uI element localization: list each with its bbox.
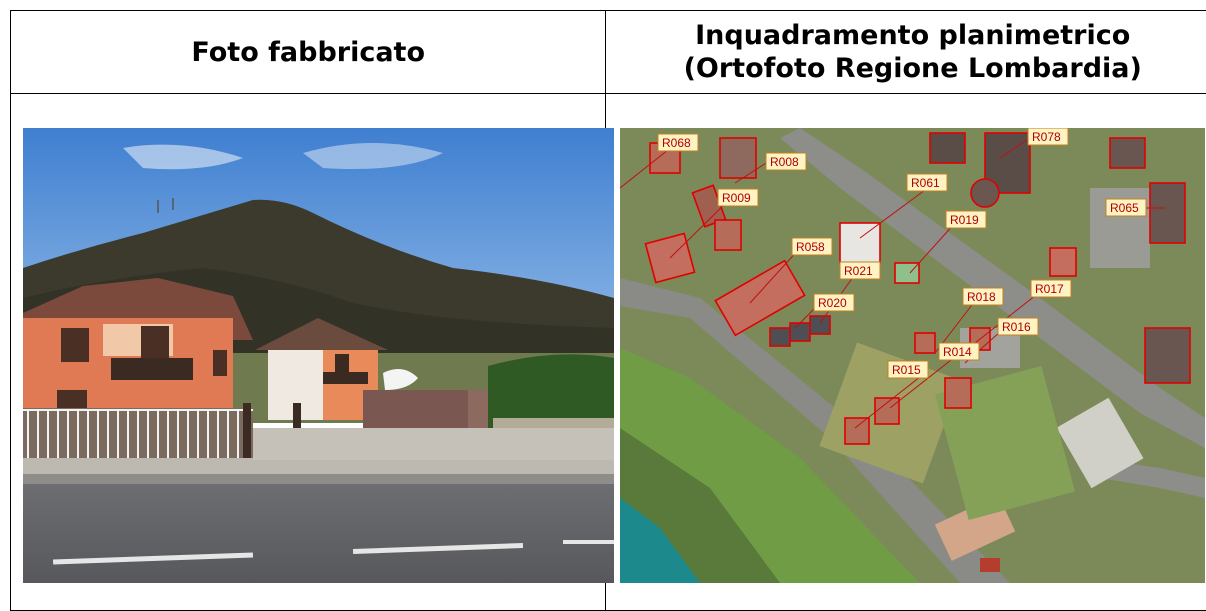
hedge [488,354,614,428]
map-label-R020: R020 [813,293,855,312]
map-label-R017: R017 [1030,279,1072,298]
map-label-R065: R065 [1105,198,1147,217]
map-label-R018-text: R018 [967,290,996,304]
map-label-R016: R016 [997,317,1039,336]
map-label-R014-text: R014 [943,345,972,359]
header-photo-text: Foto fabbricato [191,36,426,68]
map-label-R008: R008 [765,152,807,171]
building-photo-svg [23,128,614,583]
map-label-R015: R015 [887,360,929,379]
map-label-R021: R021 [839,261,881,280]
photo-cell [9,93,614,611]
map-label-R068: R068 [657,133,699,152]
map-label-R009: R009 [717,188,759,207]
lake [620,498,701,583]
map-label-R009-text: R009 [722,191,751,205]
map-label-R061-text: R061 [911,176,940,190]
map-label-R008-text: R008 [770,155,799,169]
map-label-R078: R078 [1027,128,1069,146]
header-map-line1: Inquadramento planimetrico [695,20,1131,51]
header-photo: Foto fabbricato [9,10,607,94]
map-label-R068-text: R068 [662,136,691,150]
header-map-line2: (Ortofoto Regione Lombardia) [683,53,1142,84]
map-label-R019-text: R019 [950,213,979,227]
map-label-R058-text: R058 [796,240,825,254]
map-label-R078-text: R078 [1032,130,1061,144]
main-road [620,278,1011,583]
roof-middle [255,318,388,350]
map-label-R015-text: R015 [892,363,921,377]
map-label-R019: R019 [945,210,987,229]
map-label-R065-text: R065 [1110,201,1139,215]
sidewalk [23,458,614,474]
parcel-labels: R068 R008 R009 R078 [657,128,1147,379]
map-label-R016-text: R016 [1002,320,1031,334]
building-photo [23,128,614,583]
ortho-map: R068 R008 R009 R078 [620,128,1206,583]
map-label-R021-text: R021 [844,264,873,278]
map-label-R014: R014 [938,342,980,361]
map-cell: R068 R008 R009 R078 [605,93,1206,611]
map-label-R020-text: R020 [818,296,847,310]
ortho-map-svg: R068 R008 R009 R078 [620,128,1206,583]
map-label-R018: R018 [962,287,1004,306]
map-label-R058: R058 [791,237,833,256]
map-label-R017-text: R017 [1035,282,1064,296]
photo-table: Foto fabbricato Inquadramento planimetri… [9,10,1206,611]
map-label-R061: R061 [906,173,948,192]
road [23,484,614,583]
header-map: Inquadramento planimetrico (Ortofoto Reg… [605,10,1206,94]
buildings [644,132,1192,445]
